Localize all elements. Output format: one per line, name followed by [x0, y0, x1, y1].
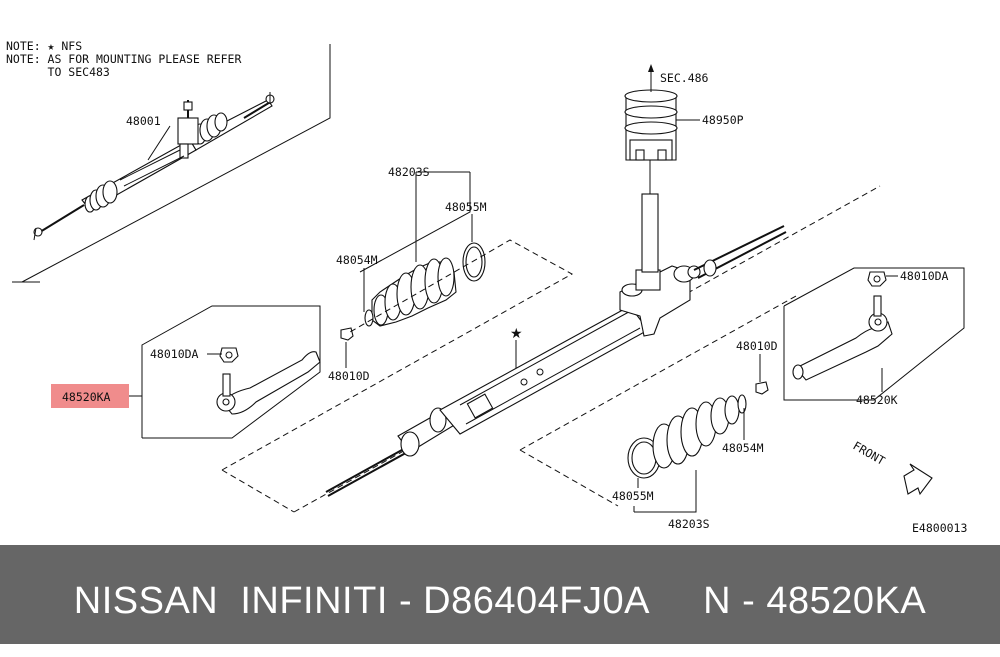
highlight-48520ka — [51, 384, 129, 408]
label-48055m-left: 48055M — [445, 200, 487, 214]
label-48010d-right: 48010D — [736, 339, 778, 353]
label-48054m-left: 48054M — [336, 253, 378, 267]
figure-code: E4800013 — [912, 521, 967, 535]
label-48203s-right: 48203S — [668, 517, 710, 531]
note-line-2: NOTE: AS FOR MOUNTING PLEASE REFER — [6, 52, 241, 66]
assembly-box — [12, 44, 331, 283]
label-48001: 48001 — [126, 114, 161, 128]
steering-gear-assembly-drawing — [33, 92, 275, 241]
steering-rack-drawing — [325, 160, 787, 497]
leader-48203s-left — [359, 172, 471, 273]
note-line-1: NOTE: ★ NFS — [6, 39, 82, 53]
label-48520ka: 48520KA — [62, 390, 111, 404]
parts-diagram: NOTE: ★ NFS NOTE: AS FOR MOUNTING PLEASE… — [6, 39, 968, 535]
tie-rod-end-left-drawing — [216, 347, 321, 415]
label-48010da-right: 48010DA — [900, 269, 949, 283]
label-48203s-left: 48203S — [388, 165, 430, 179]
note-line-3: TO SEC483 — [6, 65, 110, 79]
label-48010d-left: 48010D — [328, 369, 370, 383]
front-arrow-icon — [903, 463, 933, 496]
label-48520k: 48520K — [856, 393, 898, 407]
footer-part-number: NISSAN INFINITI - D86404FJ0A N - 48520KA — [73, 580, 927, 622]
tie-rod-end-right-drawing — [792, 271, 893, 381]
label-48054m-right: 48054M — [722, 441, 764, 455]
label-48010da-left: 48010DA — [150, 347, 199, 361]
boot-left-drawing — [340, 242, 486, 341]
column-cover-drawing — [624, 89, 678, 161]
front-label: FRONT — [851, 438, 888, 467]
arrow-up — [648, 64, 654, 72]
label-sec486: SEC.486 — [660, 71, 709, 85]
footer-bar: NISSAN INFINITI - D86404FJ0A N - 48520KA — [0, 545, 1000, 644]
tie-rod-left-box — [141, 305, 321, 439]
label-48950p: 48950P — [702, 113, 744, 127]
boot-right-drawing — [627, 381, 769, 479]
star-symbol: ★ — [510, 326, 523, 342]
leader-48001 — [147, 125, 171, 161]
label-48055m-right: 48055M — [612, 489, 654, 503]
tie-rod-right-box — [783, 267, 965, 401]
